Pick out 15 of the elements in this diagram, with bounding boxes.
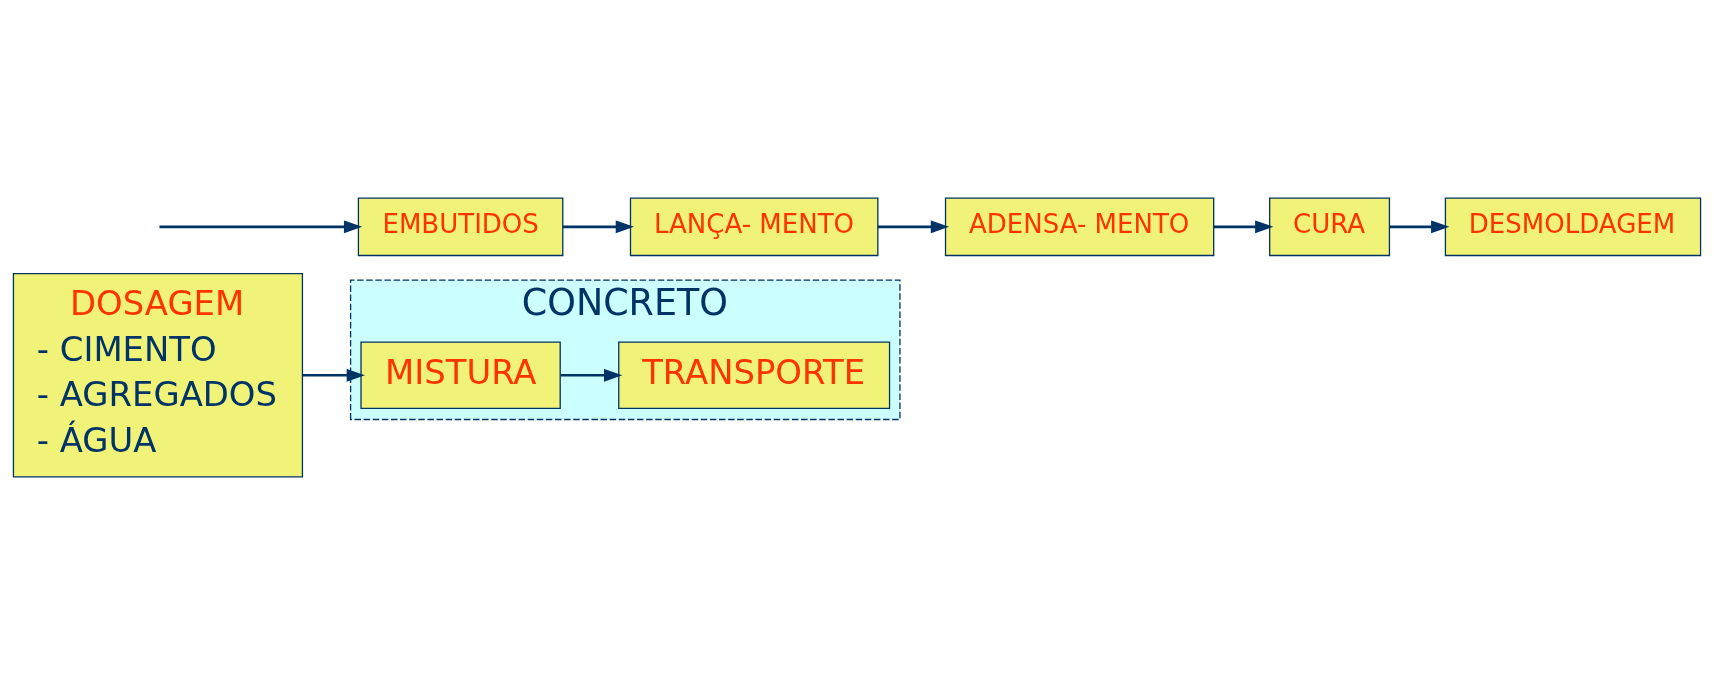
node-box: LANÇA- MENTO xyxy=(629,197,879,256)
node-box: DOSAGEM - CIMENTO - AGREGADOS - ÁGUA xyxy=(12,272,304,477)
arrow xyxy=(302,368,365,382)
arrow xyxy=(877,219,950,233)
node-box: ADENSA- MENTO xyxy=(944,197,1215,256)
arrow xyxy=(1214,219,1274,233)
arrow xyxy=(1389,219,1450,233)
node-box: EMBUTIDOS xyxy=(357,197,564,256)
node-box: TRANSPORTE xyxy=(618,340,891,409)
node-box: DESMOLDAGEM xyxy=(1444,197,1702,256)
arrow xyxy=(560,368,623,382)
arrow xyxy=(159,219,363,233)
node-box: MISTURA xyxy=(360,340,561,409)
node-box: CURA xyxy=(1269,197,1391,256)
arrow xyxy=(562,219,634,233)
